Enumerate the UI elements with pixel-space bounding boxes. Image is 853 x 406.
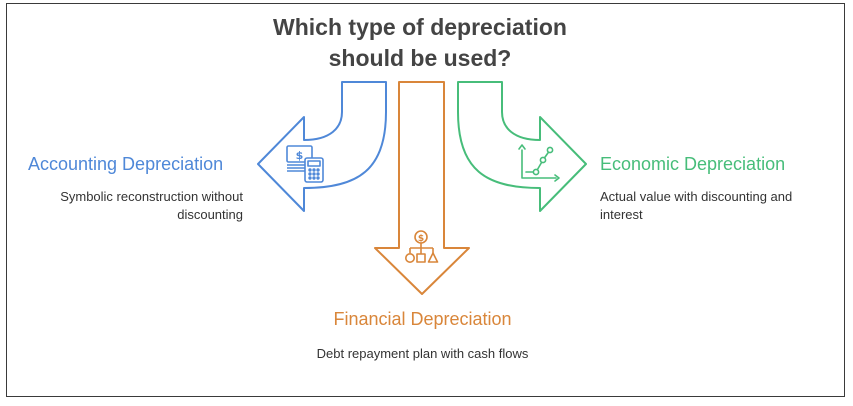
money-calculator-icon: $ — [286, 145, 324, 183]
economic-arrow — [457, 81, 587, 212]
accounting-depreciation-heading: Accounting Depreciation — [28, 154, 224, 174]
economic-depreciation-description: Actual value with discounting and intere… — [600, 189, 793, 222]
financial-depreciation-heading: Financial Depreciation — [333, 309, 512, 329]
title-line-2: should be used? — [328, 45, 512, 71]
economic-depreciation-heading: Economic Depreciation — [600, 154, 786, 174]
svg-text:$: $ — [296, 149, 304, 162]
financial-depreciation-description: Debt repayment plan with cash flows — [316, 346, 529, 361]
svg-text:$: $ — [418, 234, 424, 244]
growth-chart-icon — [518, 144, 560, 182]
accounting-arrow — [257, 81, 387, 212]
financial-arrow — [374, 81, 470, 295]
diagram-frame — [6, 3, 845, 397]
title-line-1: Which type of depreciation — [273, 14, 567, 40]
accounting-depreciation-description: Symbolic reconstruction without discount… — [60, 189, 243, 222]
dollar-hierarchy-icon: $ — [404, 230, 439, 264]
diagram-title: Which type of depreciation should be use… — [200, 12, 640, 74]
